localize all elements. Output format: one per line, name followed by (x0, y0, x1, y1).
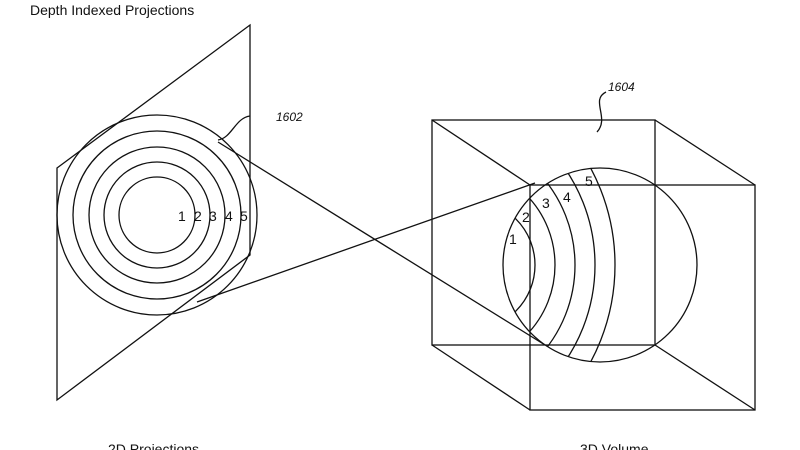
depth-shells (503, 168, 616, 362)
ring-label-3: 3 (209, 208, 217, 224)
ref-1602: 1602 (276, 110, 303, 124)
shell-label-5: 5 (585, 173, 593, 189)
ring-label-5: 5 (240, 208, 248, 224)
figure-title: Depth Indexed Projections (30, 2, 195, 18)
shell-label-2: 2 (522, 209, 530, 225)
ref-1604: 1604 (608, 80, 635, 94)
ring-label-4: 4 (225, 208, 233, 224)
leader-1602 (217, 115, 251, 141)
projection-line-1 (217, 141, 546, 346)
shell-label-3: 3 (542, 195, 550, 211)
shell-label-1: 1 (509, 231, 517, 247)
shell-label-4: 4 (563, 189, 571, 205)
projection-rings (56, 114, 258, 316)
projection-plane (56, 23, 251, 402)
projection-line-2 (196, 182, 536, 303)
caption-3d-volume: 3D Volume (580, 441, 649, 450)
ring-label-1: 1 (178, 208, 186, 224)
leader-1604 (596, 91, 607, 133)
cube (431, 119, 756, 411)
caption-2d-projections: 2D Projections (108, 441, 200, 450)
sphere (502, 167, 698, 363)
ring-label-2: 2 (194, 208, 202, 224)
